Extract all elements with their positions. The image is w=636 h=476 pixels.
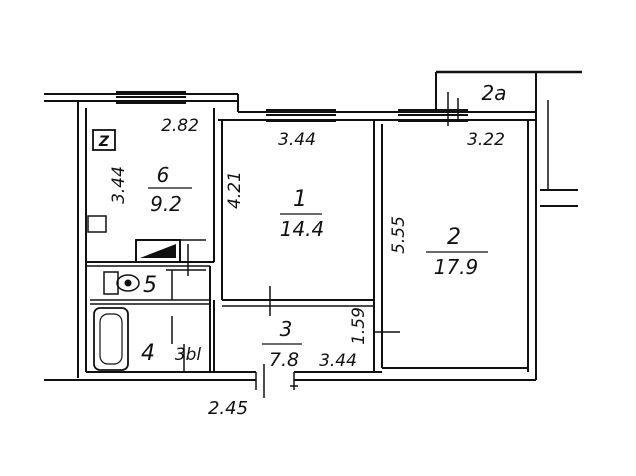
- room1-width-dim: 3.44: [278, 130, 316, 150]
- toilet-icon: [103, 271, 140, 295]
- fridge-icon: [92, 129, 116, 151]
- outlet-icon: [87, 215, 107, 233]
- room2a-number: 2a: [482, 81, 507, 105]
- window-room1: [266, 109, 336, 122]
- room1-depth-dim: 4.21: [225, 171, 245, 209]
- room6-area: 9.2: [150, 192, 182, 216]
- bath-code: 3bl: [175, 345, 202, 365]
- bathtub-icon: [93, 307, 129, 371]
- entry-width-dim: 2.45: [208, 398, 248, 419]
- kitchen-depth-dim: 3.44: [109, 166, 129, 204]
- room6-number: 6: [157, 163, 170, 187]
- room2-area: 17.9: [434, 255, 479, 279]
- walls: [44, 70, 582, 390]
- labels: 6 9.2 2.82 3.44 Z 1 14.4 3.44 4.21 2 17.…: [98, 81, 507, 419]
- windows: [116, 91, 468, 122]
- hall-width-dim: 3.44: [319, 351, 357, 371]
- room1-number: 1: [293, 187, 307, 212]
- hall-depth-dim: 1.59: [349, 307, 369, 345]
- window-room2: [398, 109, 468, 122]
- fixtures: [87, 92, 459, 398]
- sink-icon: [135, 239, 206, 263]
- room4-number: 4: [141, 341, 155, 366]
- room1-area: 14.4: [280, 217, 325, 241]
- fridge-mark: Z: [98, 134, 110, 150]
- room3-number: 3: [280, 317, 293, 341]
- room3-area: 7.8: [269, 349, 299, 371]
- window-kitchen: [116, 91, 186, 104]
- room2-number: 2: [447, 225, 461, 250]
- room5-number: 5: [143, 273, 157, 298]
- door-marks: [166, 92, 459, 398]
- kitchen-width-dim: 2.82: [161, 116, 199, 136]
- room2-depth-dim: 5.55: [389, 216, 409, 254]
- dimension-lines: [148, 187, 488, 345]
- room2-width-dim: 3.22: [467, 130, 505, 150]
